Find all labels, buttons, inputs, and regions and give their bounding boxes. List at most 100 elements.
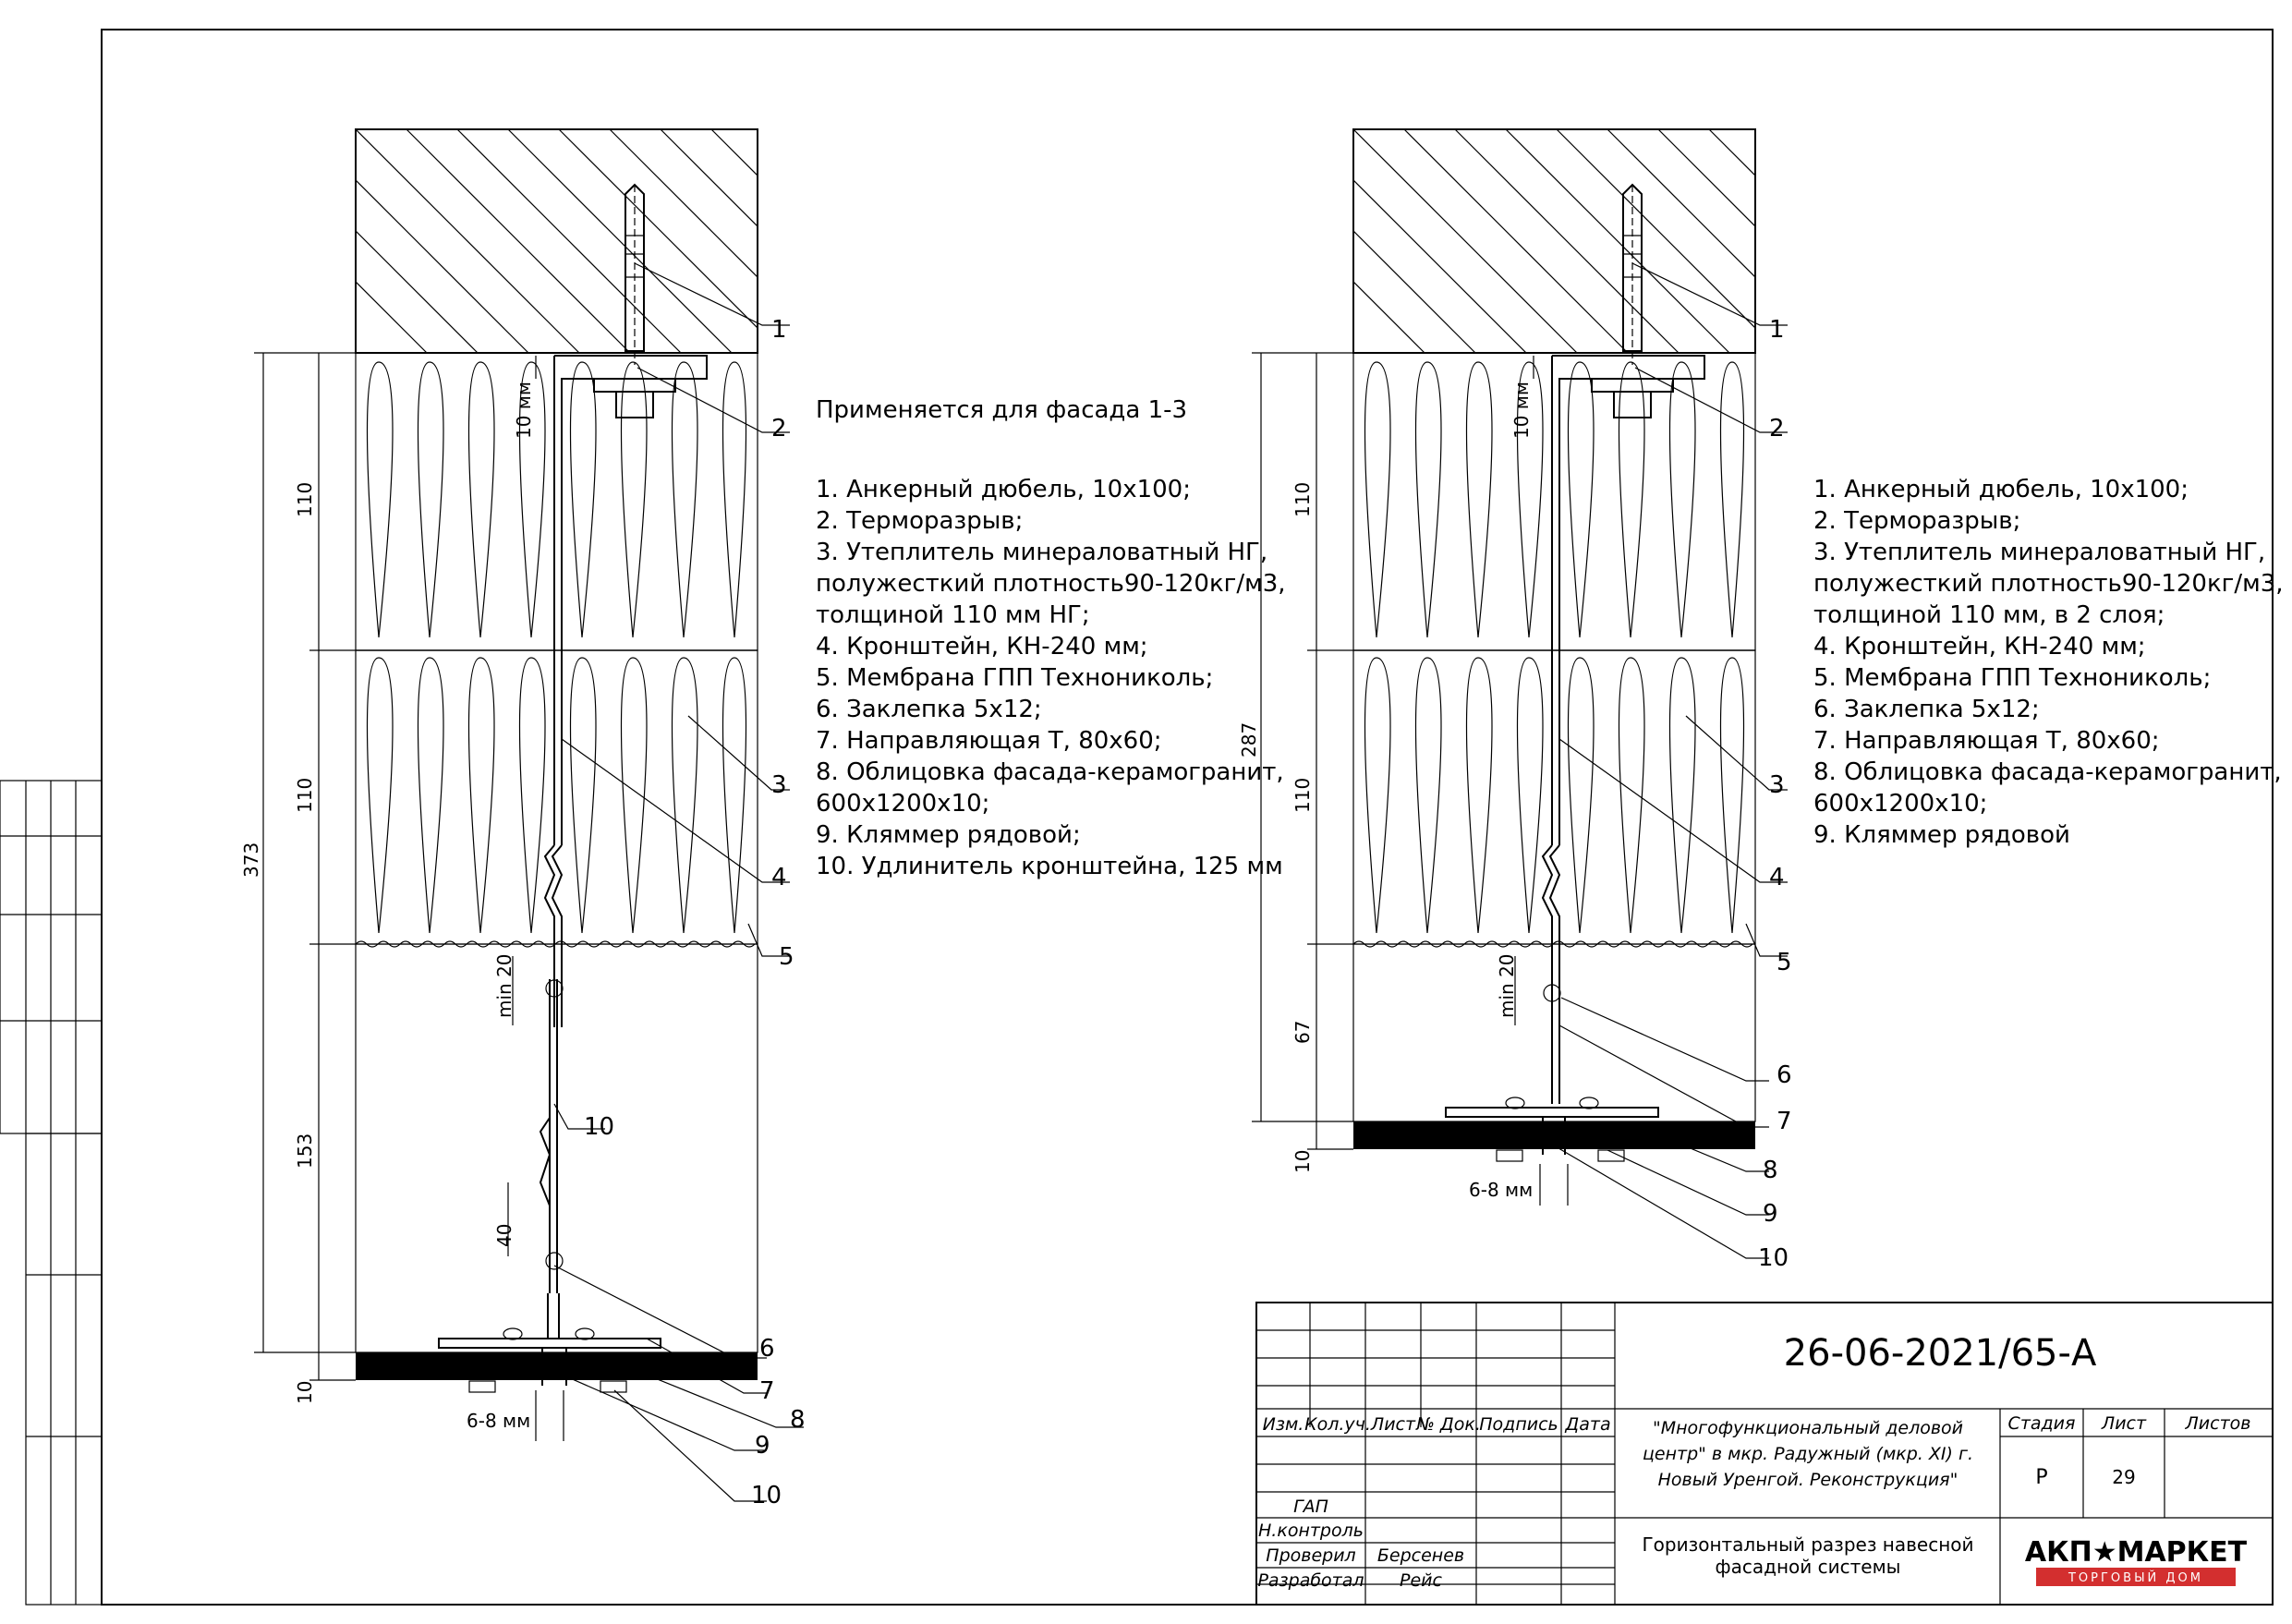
right-note-11: 600х1200х10; [1813,790,1987,818]
left-callout-5: 5 [779,943,794,971]
leader-lines [544,262,804,1502]
stage-header: Стадия [2008,1413,2076,1434]
left-dim-bracket: 10 мм [513,382,535,439]
right-callout-5: 5 [1777,949,1792,976]
right-note-6: 4. Кронштейн, КН-240 мм; [1813,633,2146,661]
left-callout-7: 7 [759,1377,775,1405]
left-callout-1: 1 [771,316,787,344]
right-dim-total: 287 [1238,722,1260,757]
left-note-9: 7. Направляющая Т, 80х60; [816,727,1162,755]
leader-lines [1553,262,1788,1259]
air-gap [1352,943,1756,1122]
facade-tile [356,1352,758,1380]
logo-subtext: ТОРГОВЫЙ ДОМ [2068,1570,2203,1585]
doc-code: 26-06-2021/65-А [1784,1332,2097,1375]
left-callout-2: 2 [771,415,787,442]
facade-tile [1353,1121,1755,1149]
right-dim-ins2: 110 [1292,778,1314,813]
left-note-11: 600х1200х10; [816,790,989,818]
left-note-13: 10. Удлинитель кронштейна, 125 мм [816,853,1283,880]
guide-rail [1445,1097,1659,1162]
left-note-3: 3. Утеплитель минераловатный НГ, [816,539,1267,566]
right-note-1: 1. Анкерный дюбель, 10х100; [1813,476,2189,503]
right-dim-joint: 6-8 мм [1469,1179,1533,1201]
insulation-layer [355,352,758,948]
right-note-2: 2. Терморазрыв; [1813,507,2020,535]
right-note-5: толщиной 110 мм, в 2 слоя; [1813,601,2165,629]
left-note-6: 4. Кронштейн, КН-240 мм; [816,633,1148,661]
dimension-lines [254,352,564,1441]
logo-bar [2036,1568,2236,1586]
left-callout-3: 3 [771,771,787,799]
right-callout-4: 4 [1769,864,1785,891]
right-detail [1252,128,1788,1259]
bracket [539,355,708,1293]
concrete-wall [1352,128,1756,354]
right-note-4: полужесткий плотность90-120кг/м3, [1813,570,2284,598]
left-note-2: 2. Терморазрыв; [816,507,1023,535]
anchor-dowel [1591,183,1674,418]
left-dim-ins2: 110 [294,778,316,813]
role-gap: ГАП [1293,1497,1328,1517]
guide-rail [438,1293,661,1393]
drawing-title: Горизонтальный разрез навесной фасадной … [1642,1533,1973,1578]
name-razrabotal: Рейс [1400,1570,1442,1591]
left-note-5: толщиной 110 мм НГ; [816,601,1090,629]
left-note-1: 1. Анкерный дюбель, 10х100; [816,476,1191,503]
dimension-lines [1252,352,1569,1206]
left-heading: Применяется для фасада 1-3 [816,396,1187,424]
concrete-wall [355,128,758,354]
left-dim-ext: 40 [493,1224,515,1247]
right-note-8: 6. Заклепка 5х12; [1813,696,2040,723]
left-labels: Применяется для фасада 1-3 1. Анкерный д… [240,316,1286,1509]
left-callout-8: 8 [790,1406,806,1434]
title-block [1255,1302,2274,1606]
role-razrabotal: Разработал [1257,1570,1364,1591]
left-dim-joint: 6-8 мм [467,1410,530,1432]
name-proveril: Берсенев [1377,1545,1464,1566]
company-logo: АКП★МАРКЕТ ТОРГОВЫЙ ДОМ [2025,1536,2248,1586]
col-koluch: Кол.уч. [1304,1414,1371,1435]
right-callout-6: 6 [1777,1061,1792,1089]
left-callout-10b: 10 [751,1482,782,1509]
left-note-4: полужесткий плотность90-120кг/м3, [816,570,1286,598]
left-callout-10a: 10 [584,1113,614,1141]
right-dim-bracket: 10 мм [1510,382,1533,439]
left-dim-min: min 20 [493,953,515,1018]
col-izm: Изм. [1263,1414,1304,1435]
right-callout-8: 8 [1763,1157,1778,1184]
left-note-8: 6. Заклепка 5х12; [816,696,1042,723]
right-note-12: 9. Кляммер рядовой [1813,821,2070,849]
left-dim-tile: 10 [294,1381,316,1404]
right-dim-gap: 67 [1292,1021,1314,1044]
project-name: "Многофункциональный деловой центр" в мк… [1643,1418,1973,1490]
left-callout-9: 9 [755,1432,770,1460]
col-date: Дата [1564,1414,1610,1435]
sheet-header: Лист [2101,1413,2147,1434]
right-callout-1: 1 [1769,316,1785,344]
left-note-10: 8. Облицовка фасада-керамогранит, [816,758,1284,786]
logo-text: АКП★МАРКЕТ [2025,1536,2248,1569]
right-callout-3: 3 [1769,771,1785,799]
right-callout-9: 9 [1763,1200,1778,1228]
anchor-dowel [593,183,676,418]
left-detail [254,128,804,1502]
role-nkontrol: Н.контроль [1258,1521,1364,1541]
col-ndoc: № Док. [1415,1414,1481,1435]
right-note-3: 3. Утеплитель минераловатный НГ, [1813,539,2265,566]
col-list: Лист [1370,1414,1416,1435]
right-callout-7: 7 [1777,1108,1792,1135]
right-note-9: 7. Направляющая Т, 80х60; [1813,727,2160,755]
right-labels: 1. Анкерный дюбель, 10х100; 2. Терморазр… [1238,316,2284,1272]
left-callout-6: 6 [759,1335,775,1363]
right-dim-tile: 10 [1292,1150,1314,1173]
left-callout-4: 4 [771,864,787,891]
left-dim-gap: 153 [294,1133,316,1169]
side-stamp [0,780,103,1606]
sheet-value: 29 [2112,1466,2135,1488]
bracket [1541,355,1705,1104]
right-dim-ins1: 110 [1292,482,1314,517]
left-dim-total: 373 [240,842,262,878]
right-callout-10: 10 [1758,1244,1789,1272]
left-note-12: 9. Кляммер рядовой; [816,821,1081,849]
